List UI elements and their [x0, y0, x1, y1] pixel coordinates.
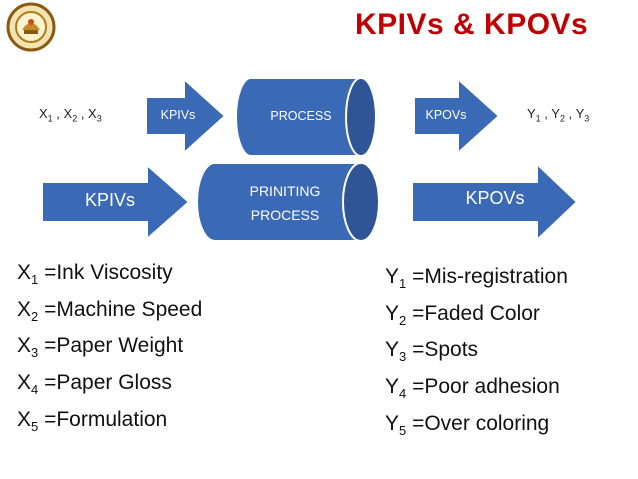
kpiv-item: X2 =Machine Speed: [17, 297, 203, 324]
kpiv-list: X1 =Ink Viscosity X2 =Machine Speed X3 =…: [17, 258, 202, 441]
printing-process-line1: PRINITING: [249, 183, 321, 199]
process-label: PROCESS: [270, 109, 332, 123]
inputs-label: X1 , X2 , X3: [39, 106, 102, 124]
kpovs-arrow-top: [413, 76, 501, 156]
kpov-item: Y4 =Poor adhesion: [385, 375, 560, 402]
kpov-item: Y3 =Spots: [385, 338, 479, 365]
kpivs-arrow-top: [145, 76, 227, 156]
slide-title: KPIVs & KPOVs: [355, 8, 589, 41]
kpiv-item: X1 =Ink Viscosity: [17, 261, 173, 288]
kpov-list: Y1 =Mis-registration Y2 =Faded Color Y3 …: [385, 262, 568, 445]
kpiv-item: X4 =Paper Gloss: [17, 371, 172, 398]
kpivs-label-top: KPIVs: [160, 108, 196, 122]
kpov-item: Y1 =Mis-registration: [385, 265, 568, 292]
outputs-label: Y1 , Y2 , Y3: [527, 106, 590, 124]
kpovs-label-top: KPOVs: [425, 108, 467, 122]
kpivs-label-bottom: KPIVs: [84, 190, 136, 210]
printing-process-cylinder: [196, 162, 380, 242]
printing-process-line2: PROCESS: [250, 207, 320, 223]
university-seal-icon: [2, 2, 60, 52]
printing-process-label: PRINITING PROCESS: [220, 179, 350, 227]
kpiv-item: X5 =Formulation: [17, 407, 168, 434]
kpovs-label-bottom: KPOVs: [465, 188, 525, 208]
kpivs-arrow-bottom: [41, 162, 191, 242]
kpiv-item: X3 =Paper Weight: [17, 334, 184, 361]
process-cylinder-top: [235, 77, 377, 157]
kpov-item: Y2 =Faded Color: [385, 301, 540, 328]
kpovs-arrow-bottom: [411, 161, 579, 243]
kpov-item: Y5 =Over coloring: [385, 411, 550, 438]
